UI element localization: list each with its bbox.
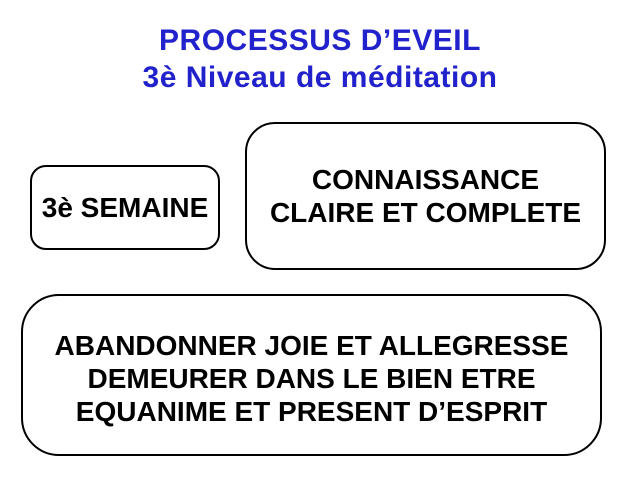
slide-title: PROCESSUS D’EVEIL 3è Niveau de méditatio… [0,22,640,96]
box-3e-semaine-label: 3è SEMAINE [41,192,209,223]
box-connaissance: CONNAISSANCE CLAIRE ET COMPLETE [245,122,606,270]
box-abandonner-line-2: DEMEURER DANS LE BIEN ETRE [87,362,536,394]
box-abandonner-line-1: ABANDONNER JOIE ET ALLEGRESSE [54,329,569,361]
title-line-1: PROCESSUS D’EVEIL [159,24,481,57]
title-line-2: 3è Niveau de méditation [142,61,498,94]
box-connaissance-line-2: CLAIRE ET COMPLETE [269,197,582,228]
box-3e-semaine: 3è SEMAINE [30,165,220,250]
box-connaissance-line-1: CONNAISSANCE [311,164,540,195]
box-abandonner: ABANDONNER JOIE ET ALLEGRESSE DEMEURER D… [21,294,602,456]
box-abandonner-line-3: EQUANIME ET PRESENT D’ESPRIT [75,395,548,427]
